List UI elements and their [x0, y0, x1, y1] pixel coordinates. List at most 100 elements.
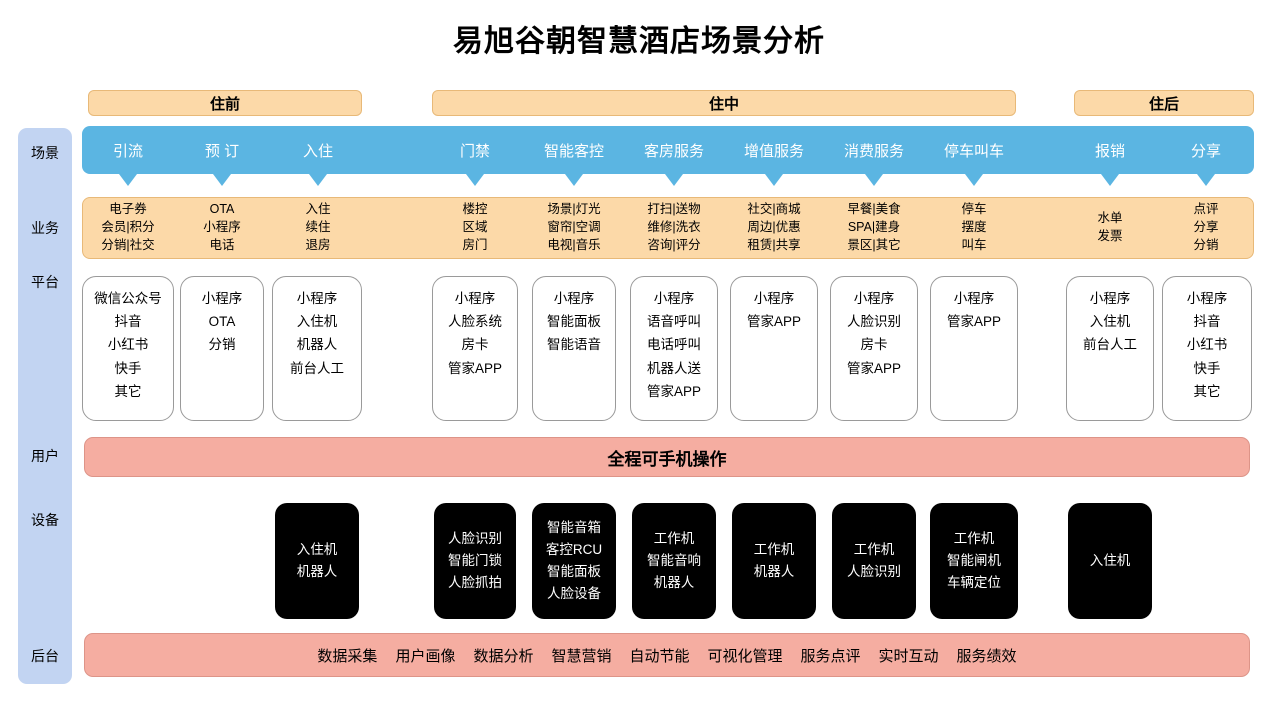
- business-band: [82, 197, 1254, 259]
- platform-item: 小程序: [653, 291, 695, 306]
- platform-item: 快手: [114, 360, 142, 376]
- platform-item: 小程序: [1186, 291, 1228, 306]
- device-item: 机器人: [296, 564, 338, 579]
- arrow-stem-sharing: [1204, 169, 1208, 177]
- backend-item[interactable]: 可视化管理: [707, 647, 783, 665]
- business-line: 早餐|美食: [847, 202, 901, 217]
- scene-label-checkin[interactable]: 入住: [302, 142, 333, 160]
- platform-item: 语音呼叫: [647, 314, 701, 330]
- arrow-stem-parking: [972, 169, 976, 177]
- business-line: 摆度: [961, 220, 987, 235]
- platform-box-access[interactable]: 小程序人脸系统房卡管家APP: [432, 276, 518, 421]
- backend-item[interactable]: 用户画像: [395, 647, 456, 665]
- platform-item: 机器人: [296, 337, 338, 353]
- device-item: 车辆定位: [947, 574, 1001, 590]
- platform-box-drainage[interactable]: 微信公众号抖音小红书快手其它: [82, 276, 174, 421]
- business-cell-access: 楼控区域房门: [430, 197, 520, 259]
- scene-label-sharing[interactable]: 分享: [1190, 142, 1221, 160]
- backend-item[interactable]: 数据分析: [473, 647, 534, 665]
- device-item: 入住机: [296, 542, 338, 558]
- platform-box-checkin[interactable]: 小程序入住机机器人前台人工: [272, 276, 362, 421]
- device-box-valueadded[interactable]: 工作机机器人: [732, 503, 816, 619]
- device-item: 智能音箱: [547, 520, 601, 536]
- platform-item: 人脸系统: [448, 314, 502, 330]
- backend-band: 数据采集用户画像数据分析智慧营销自动节能可视化管理服务点评实时互动服务绩效: [84, 633, 1250, 677]
- scene-label-roomcontrol[interactable]: 智能客控: [543, 142, 604, 160]
- scene-label-booking[interactable]: 预 订: [204, 142, 240, 160]
- device-box-reimbursement[interactable]: 入住机: [1068, 503, 1152, 619]
- backend-item[interactable]: 实时互动: [878, 647, 939, 665]
- business-line: SPA|建身: [847, 220, 901, 235]
- platform-item: 小红书: [1186, 337, 1228, 353]
- platform-item: 快手: [1193, 360, 1221, 376]
- platform-item: 小程序: [1089, 291, 1131, 306]
- platform-box-reimbursement[interactable]: 小程序入住机前台人工: [1066, 276, 1154, 421]
- arrow-stem-checkin: [316, 169, 320, 177]
- device-item: 客控RCU: [545, 542, 603, 558]
- platform-item: 机器人送: [647, 360, 701, 376]
- platform-box-consumption[interactable]: 小程序人脸识别房卡管家APP: [830, 276, 918, 421]
- device-item: 工作机: [953, 531, 995, 547]
- business-line: 叫车: [961, 237, 987, 252]
- scene-label-consumption[interactable]: 消费服务: [843, 142, 904, 160]
- business-line: 停车: [961, 202, 987, 217]
- business-line: 会员|积分: [101, 220, 155, 235]
- backend-item[interactable]: 自动节能: [629, 647, 690, 665]
- backend-item[interactable]: 服务绩效: [956, 647, 1017, 665]
- platform-item: 管家APP: [646, 383, 701, 399]
- scene-label-valueadded[interactable]: 增值服务: [743, 142, 804, 160]
- platform-item: 分销: [208, 337, 236, 353]
- device-item: 智能面板: [547, 564, 601, 579]
- platform-box-sharing[interactable]: 小程序抖音小红书快手其它: [1162, 276, 1252, 421]
- platform-box-roomcontrol[interactable]: 小程序智能面板智能语音: [532, 276, 616, 421]
- arrow-down-icon-sharing: [1197, 174, 1215, 186]
- scene-label-parking[interactable]: 停车叫车: [943, 142, 1004, 160]
- arrow-down-icon-consumption: [865, 174, 883, 186]
- scene-label-access[interactable]: 门禁: [459, 142, 490, 160]
- backend-item[interactable]: 数据采集: [317, 647, 378, 665]
- platform-item: 小程序: [553, 291, 595, 306]
- business-line: 区域: [462, 220, 488, 235]
- business-line: 电视|音乐: [547, 237, 601, 252]
- page-title: 易旭谷朝智慧酒店场景分析: [453, 25, 825, 58]
- business-line: 发票: [1097, 229, 1123, 243]
- device-box-consumption[interactable]: 工作机人脸识别: [832, 503, 916, 619]
- device-box-checkin[interactable]: 入住机机器人: [275, 503, 359, 619]
- platform-item: 房卡: [860, 337, 888, 353]
- scene-label-drainage[interactable]: 引流: [112, 142, 143, 160]
- business-line: 分享: [1193, 220, 1219, 235]
- platform-box-parking[interactable]: 小程序管家APP: [930, 276, 1018, 421]
- business-line: 小程序: [203, 220, 241, 235]
- business-line: 点评: [1193, 202, 1219, 217]
- platform-item: 微信公众号: [94, 291, 162, 306]
- platform-box-roomservice[interactable]: 小程序语音呼叫电话呼叫机器人送管家APP: [630, 276, 718, 421]
- platform-item: 抖音: [114, 314, 142, 330]
- platform-box-valueadded[interactable]: 小程序管家APP: [730, 276, 818, 421]
- arrow-down-icon-drainage: [119, 174, 137, 186]
- arrow-stem-roomservice: [672, 169, 676, 177]
- backend-item[interactable]: 服务点评: [800, 647, 861, 665]
- scene-label-reimbursement[interactable]: 报销: [1094, 142, 1125, 160]
- row-label-device: 设备: [31, 512, 59, 528]
- platform-item: 小程序: [296, 291, 338, 306]
- business-line: 分销|社交: [101, 237, 155, 252]
- business-line: 分销: [1193, 237, 1219, 252]
- business-cell-checkin: 入住续住退房: [272, 197, 364, 259]
- device-item: 机器人: [653, 574, 695, 590]
- business-line: 窗帘|空调: [547, 220, 601, 235]
- backend-item[interactable]: 智慧营销: [551, 647, 612, 665]
- platform-item: 智能语音: [547, 337, 601, 353]
- platform-item: 小红书: [107, 337, 149, 353]
- business-line: 水单: [1097, 211, 1123, 226]
- device-box-parking[interactable]: 工作机智能闸机车辆定位: [930, 503, 1018, 619]
- device-box-roomservice[interactable]: 工作机智能音响机器人: [632, 503, 716, 619]
- scene-label-roomservice[interactable]: 客房服务: [643, 142, 704, 160]
- platform-item: 房卡: [461, 337, 489, 353]
- user-band: 全程可手机操作: [84, 437, 1250, 477]
- device-box-access[interactable]: 人脸识别智能门锁人脸抓拍: [434, 503, 516, 619]
- platform-item: 前台人工: [290, 360, 344, 376]
